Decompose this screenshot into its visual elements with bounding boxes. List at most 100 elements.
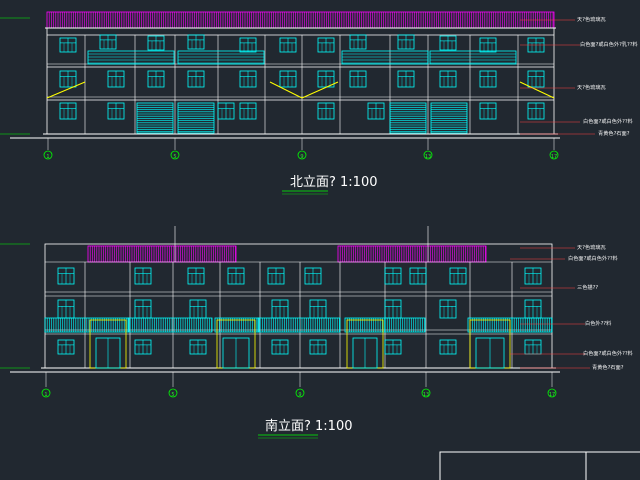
window — [107, 102, 125, 120]
axis-bubble — [168, 388, 178, 398]
window — [57, 339, 75, 355]
north-balcony — [429, 50, 517, 65]
south-note-1: 天?色琉璃瓦 — [577, 243, 606, 251]
south-axis-9: 9 — [298, 392, 301, 398]
south-railing — [127, 317, 213, 333]
window — [397, 34, 415, 50]
north-note-2: 白色面?或白色外?乳??料 — [580, 40, 638, 48]
window — [524, 267, 542, 285]
window — [349, 70, 367, 88]
north-axis-9: 9 — [300, 154, 303, 160]
north-shutter-frame — [177, 102, 215, 134]
north-note-4: 白色面?或白色外??料 — [583, 117, 633, 125]
window — [227, 267, 245, 285]
window — [409, 267, 427, 285]
window — [439, 299, 457, 319]
window — [239, 70, 257, 88]
gable-line — [269, 81, 303, 99]
window — [317, 37, 335, 53]
window — [147, 70, 165, 88]
north-balcony — [87, 50, 175, 65]
south-note-3: 三色描?? — [577, 283, 598, 291]
south-elevation — [0, 226, 590, 439]
north-elevation-title: 北立面? 1:100 — [290, 175, 378, 190]
window — [59, 37, 77, 53]
axis-bubble — [421, 388, 431, 398]
window — [397, 70, 415, 88]
south-note-4: 白色外??料 — [585, 319, 611, 327]
window — [309, 299, 327, 319]
window — [267, 267, 285, 285]
window — [524, 339, 542, 355]
south-railing-frame — [257, 317, 341, 333]
window — [59, 70, 77, 88]
north-note-3: 天?色琉璃瓦 — [577, 83, 606, 91]
window — [239, 37, 257, 53]
south-axis-17: 17 — [549, 392, 555, 398]
window — [304, 267, 322, 285]
window — [349, 34, 367, 50]
south-entrance — [89, 319, 127, 369]
north-shutter — [430, 102, 468, 134]
south-axis-1: 1 — [44, 392, 47, 398]
north-axis-17: 17 — [551, 154, 557, 160]
window — [524, 299, 542, 319]
north-balcony-frame — [177, 50, 265, 65]
axis-bubble — [297, 150, 307, 160]
south-note-6: 青黄色?石面? — [592, 363, 624, 371]
axis-bubble — [295, 388, 305, 398]
north-axis-5: 5 — [173, 154, 176, 160]
north-balcony-frame — [87, 50, 175, 65]
north-shutter-frame — [430, 102, 468, 134]
south-entrance — [216, 319, 256, 369]
north-shutter — [136, 102, 174, 134]
south-note-2: 白色面?或白色外??料 — [568, 254, 618, 262]
north-gables — [46, 81, 555, 99]
window — [384, 267, 402, 285]
south-note-5: 白色面?或白色外??料 — [583, 349, 633, 357]
window — [309, 339, 327, 355]
window — [271, 339, 289, 355]
axis-bubble — [170, 150, 180, 160]
south-roof-tiles — [337, 245, 487, 263]
window — [279, 70, 297, 88]
north-roof-tiles — [46, 11, 555, 29]
window — [99, 34, 117, 50]
window — [147, 35, 165, 51]
south-axis-5: 5 — [171, 392, 174, 398]
window — [134, 299, 152, 319]
north-shutter-frame — [136, 102, 174, 134]
window — [187, 267, 205, 285]
north-shutter — [389, 102, 427, 134]
window — [439, 35, 457, 51]
north-balcony — [177, 50, 265, 65]
south-elevation-title: 南立面? 1:100 — [265, 418, 353, 434]
north-balcony — [341, 50, 429, 65]
window — [217, 102, 235, 120]
window — [239, 102, 257, 120]
window — [134, 267, 152, 285]
south-railing — [384, 317, 426, 333]
gable-line — [301, 81, 339, 99]
north-note-1: 天?色琉璃瓦 — [577, 15, 606, 23]
gable-line — [519, 81, 555, 99]
window — [384, 339, 402, 355]
axis-bubble — [423, 150, 433, 160]
axis-bubble — [547, 388, 557, 398]
axis-bubble — [549, 150, 559, 160]
south-railing — [257, 317, 341, 333]
window — [187, 70, 205, 88]
window — [527, 102, 545, 120]
south-entrance — [346, 319, 384, 369]
south-railing — [511, 317, 553, 333]
window — [107, 70, 125, 88]
window — [439, 70, 457, 88]
window — [384, 299, 402, 319]
gable-line — [46, 81, 86, 99]
axis-bubble — [43, 150, 53, 160]
north-wall-outline — [46, 27, 555, 135]
window — [134, 339, 152, 355]
axis-bubble — [41, 388, 51, 398]
window — [527, 70, 545, 88]
